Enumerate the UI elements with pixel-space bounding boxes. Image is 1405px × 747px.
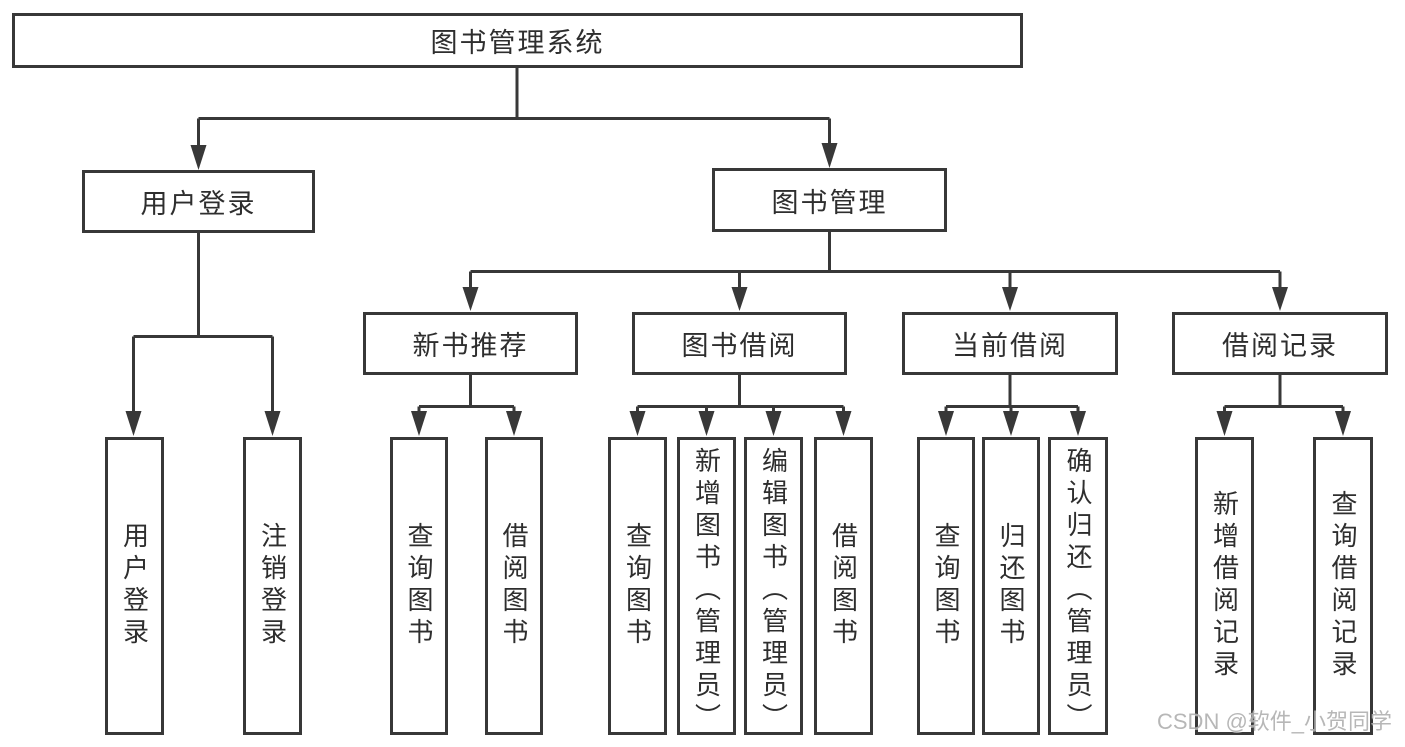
leaf-rec-query-books-label: 查询图书 xyxy=(404,522,434,650)
node-new-book-rec: 新书推荐 xyxy=(363,312,578,375)
node-root: 图书管理系统 xyxy=(12,13,1023,68)
leaf-return-books: 归还图书 xyxy=(982,437,1040,735)
connector-root-to-level2 xyxy=(190,68,838,170)
leaf-user-login: 用户登录 xyxy=(105,437,164,735)
leaf-query-borrow-record: 查询借阅记录 xyxy=(1313,437,1373,735)
node-current-borrow-label: 当前借阅 xyxy=(952,331,1068,361)
node-user-login-label: 用户登录 xyxy=(140,189,257,219)
leaf-add-borrow-record: 新增借阅记录 xyxy=(1195,437,1254,735)
leaf-add-books-admin-label: 新增图书（管理员） xyxy=(691,447,722,735)
leaf-return-books-label: 归还图书 xyxy=(996,522,1026,650)
leaf-rec-query-books: 查询图书 xyxy=(390,437,448,735)
leaf-edit-books-admin: 编辑图书（管理员） xyxy=(744,437,803,735)
leaf-confirm-return-admin-label: 确认归还（管理员） xyxy=(1063,447,1093,735)
node-book-borrow-label: 图书借阅 xyxy=(681,331,798,361)
csdn-watermark: CSDN @软件_小贺同学 xyxy=(1157,709,1393,734)
leaf-rec-borrow-books: 借阅图书 xyxy=(485,437,543,735)
connector-borrow-records-to-leaves xyxy=(1216,375,1351,436)
connector-book-borrow-to-leaves xyxy=(629,375,852,436)
node-book-mgmt: 图书管理 xyxy=(712,168,947,232)
connector-book-mgmt-to-level3 xyxy=(462,232,1288,311)
node-current-borrow: 当前借阅 xyxy=(902,312,1118,375)
leaf-logout: 注销登录 xyxy=(243,437,302,735)
node-user-login: 用户登录 xyxy=(82,170,315,233)
node-root-label: 图书管理系统 xyxy=(430,28,605,58)
connector-current-borrow-to-leaves xyxy=(938,375,1086,436)
node-borrow-records: 借阅记录 xyxy=(1172,312,1388,375)
leaf-confirm-return-admin: 确认归还（管理员） xyxy=(1048,437,1108,735)
node-borrow-records-label: 借阅记录 xyxy=(1222,331,1338,361)
leaf-logout-label: 注销登录 xyxy=(257,522,288,650)
leaf-edit-books-admin-label: 编辑图书（管理员） xyxy=(758,447,789,735)
leaf-user-login-label: 用户登录 xyxy=(119,522,150,650)
leaf-add-borrow-record-label: 新增借阅记录 xyxy=(1209,490,1240,682)
leaf-borrow-borrow-books: 借阅图书 xyxy=(814,437,873,735)
leaf-rec-borrow-books-label: 借阅图书 xyxy=(499,522,529,650)
leaf-cur-query-books-label: 查询图书 xyxy=(931,522,961,650)
node-book-mgmt-label: 图书管理 xyxy=(771,187,888,218)
connector-new-book-rec-to-leaves xyxy=(411,375,522,436)
leaf-borrow-borrow-books-label: 借阅图书 xyxy=(828,522,859,650)
leaf-add-books-admin: 新增图书（管理员） xyxy=(677,437,736,735)
connector-user-login-to-leaves xyxy=(125,233,281,436)
leaf-query-borrow-record-label: 查询借阅记录 xyxy=(1328,490,1358,682)
leaf-cur-query-books: 查询图书 xyxy=(917,437,975,735)
leaf-borrow-query-books: 查询图书 xyxy=(608,437,667,735)
leaf-borrow-query-books-label: 查询图书 xyxy=(622,522,653,650)
node-book-borrow: 图书借阅 xyxy=(632,312,847,375)
node-new-book-rec-label: 新书推荐 xyxy=(412,331,529,361)
